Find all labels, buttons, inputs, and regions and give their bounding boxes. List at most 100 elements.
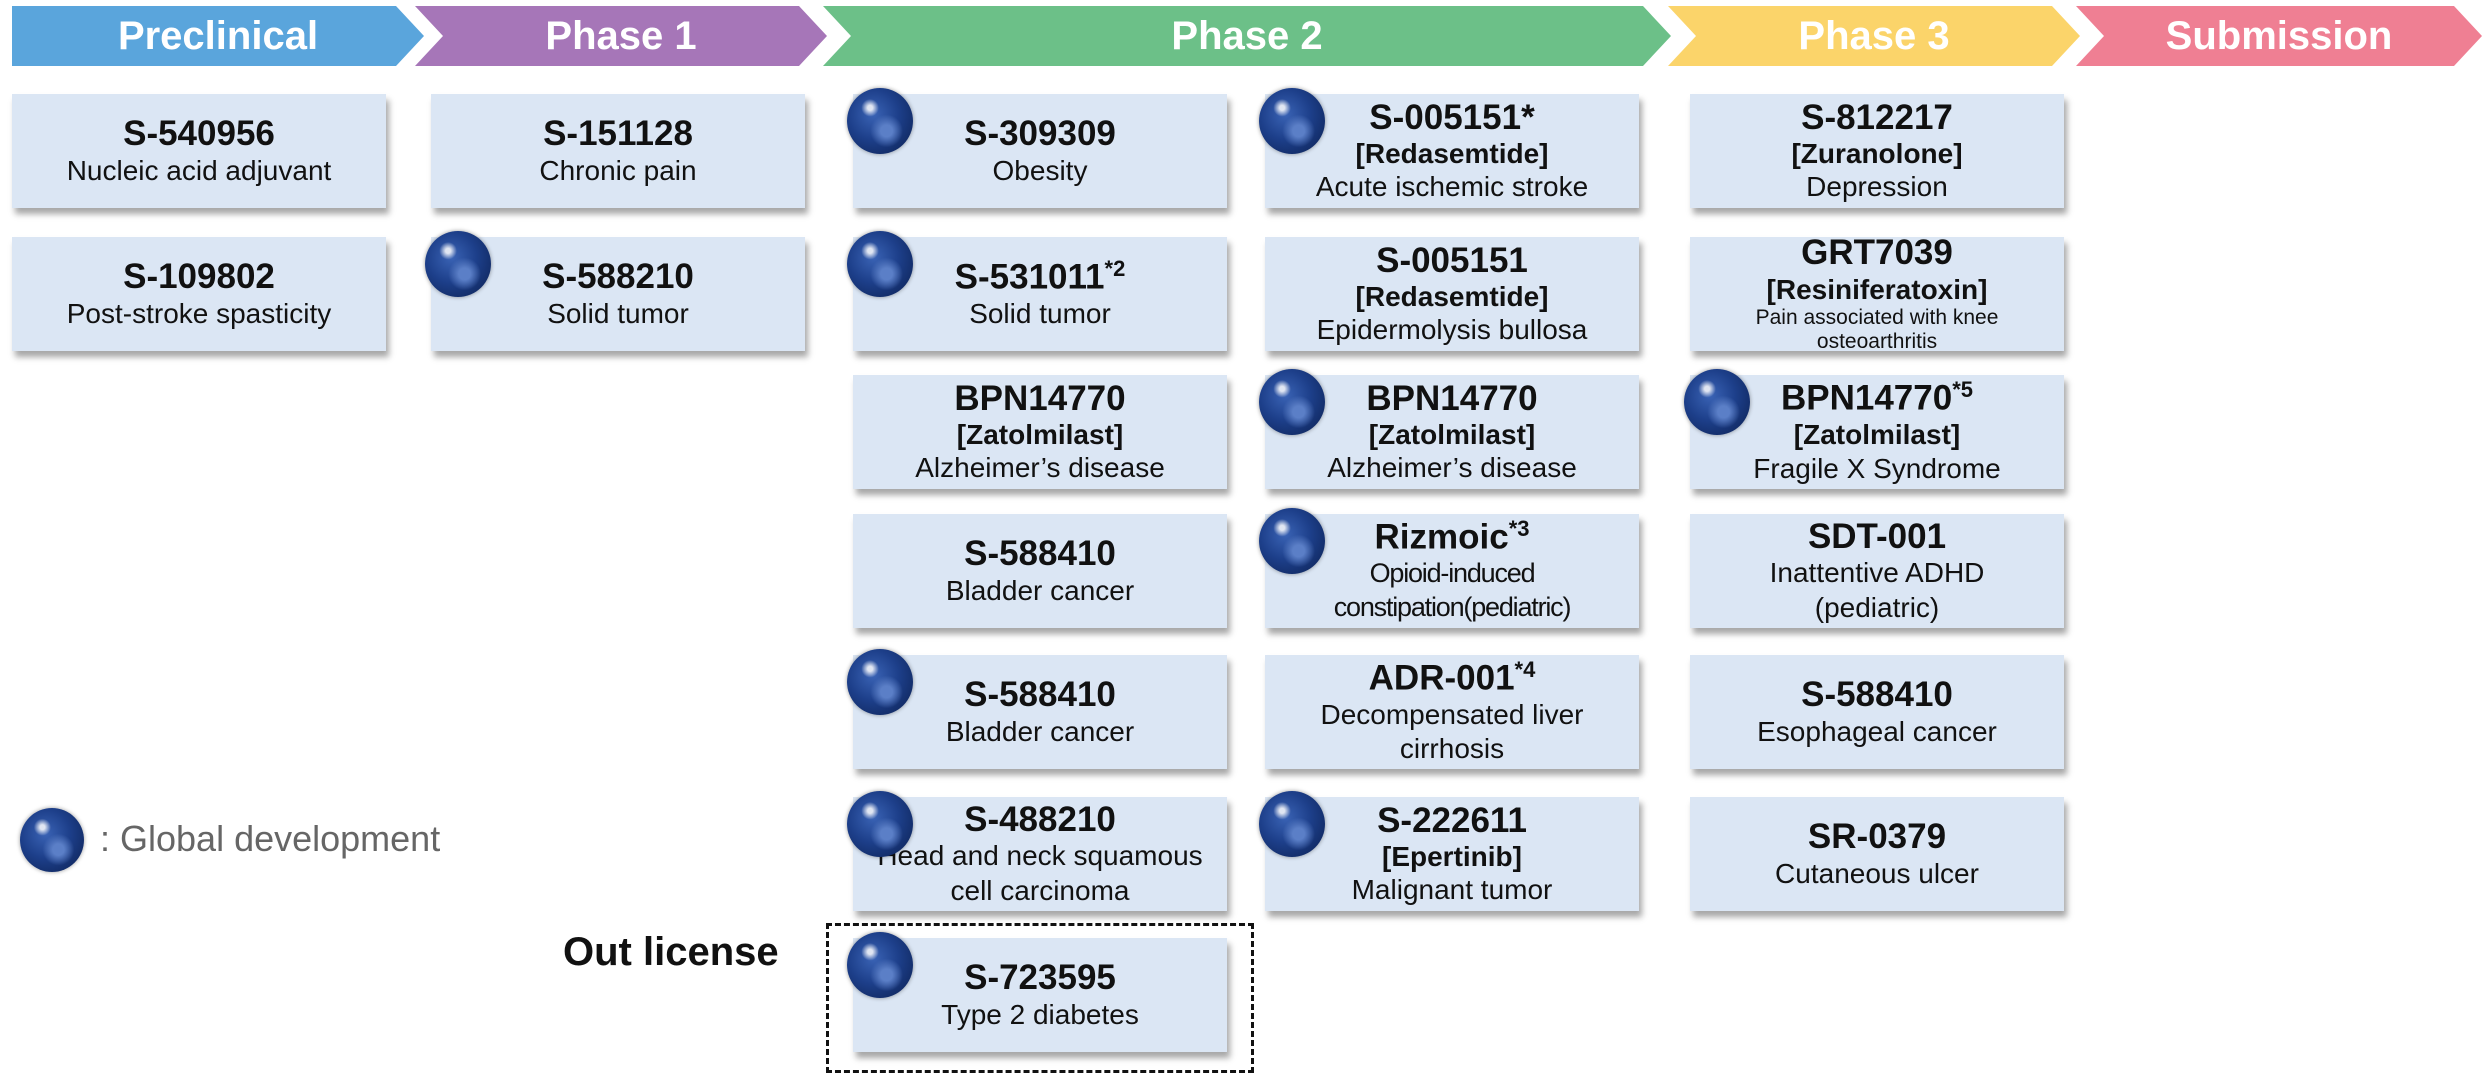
compound-code: Rizmoic*3 (1374, 516, 1530, 557)
indication: Type 2 diabetes (941, 998, 1139, 1030)
footnote-marker: *3 (1508, 516, 1530, 542)
pipeline-card: BPN14770 [Zatolmilast] Alzheimer’s disea… (1259, 369, 1639, 489)
pipeline-card: GRT7039 [Resiniferatoxin] Pain associate… (1690, 233, 2064, 354)
pipeline-card: Rizmoic*3 Opioid-induced constipation(pe… (1259, 508, 1639, 628)
phase-3: Phase 3 (1668, 6, 2080, 66)
compound-code: S-005151 (1376, 240, 1528, 280)
globe-icon (1259, 508, 1325, 574)
indication: Opioid-induced constipation(pediatric) (1333, 558, 1572, 622)
pipeline-card: S-531011*2 Solid tumor (847, 231, 1227, 351)
globe-icon (1259, 88, 1325, 154)
generic-name: [Epertinib] (1382, 840, 1522, 872)
compound-code: BPN14770 (954, 378, 1126, 418)
pipeline-card: S-588210 Solid tumor (425, 231, 805, 351)
pipeline-card: S-309309 Obesity (847, 88, 1227, 208)
phase-preclinical: Preclinical (12, 6, 424, 66)
indication: Head and neck squamous cell carcinoma (877, 840, 1203, 906)
generic-name: [Resiniferatoxin] (1766, 273, 1988, 305)
compound-code: S-723595 (964, 958, 1116, 998)
indication: Bladder cancer (945, 715, 1135, 747)
indication: Esophageal cancer (1757, 715, 1997, 747)
indication: Fragile X Syndrome (1753, 452, 2001, 484)
indication: Inattentive ADHD (pediatric) (1769, 557, 1985, 623)
compound-code: S-588210 (542, 257, 694, 297)
compound-code: SDT-001 (1807, 517, 1947, 557)
pipeline-card: ADR-001*4 Decompensated liver cirrhosis (1265, 655, 1639, 769)
phase-label: Preclinical (117, 13, 319, 58)
compound-code: S-812217 (1801, 97, 1953, 137)
footnote-marker: *2 (1104, 256, 1126, 281)
phase-submission: Submission (2076, 6, 2482, 66)
pipeline-card: S-005151* [Redasemtide] Acute ischemic s… (1259, 88, 1639, 208)
out-license-label: Out license (563, 930, 779, 974)
compound-code: S-109802 (123, 257, 275, 297)
pipeline-card: S-151128 Chronic pain (431, 94, 805, 208)
globe-icon (1259, 369, 1325, 435)
pipeline-card: SDT-001 Inattentive ADHD (pediatric) (1690, 514, 2064, 628)
indication: Depression (1806, 171, 1948, 203)
pipeline-card: S-222611 [Epertinib] Malignant tumor (1259, 791, 1639, 911)
compound-code: BPN14770 (1366, 378, 1538, 418)
generic-name: [Zatolmilast] (1368, 418, 1536, 450)
compound-code: BPN14770*5 (1780, 377, 1974, 418)
footnote-marker: *5 (1952, 377, 1974, 403)
indication: Epidermolysis bullosa (1316, 314, 1588, 346)
indication: Solid tumor (969, 297, 1111, 329)
legend-text: : Global development (100, 818, 441, 859)
pipeline-card: S-588410 Bladder cancer (847, 649, 1227, 769)
indication: Malignant tumor (1351, 874, 1553, 906)
indication: Nucleic acid adjuvant (66, 154, 332, 186)
footnote-marker: * (1521, 97, 1535, 137)
pipeline-card: S-588410 Esophageal cancer (1690, 655, 2064, 769)
pipeline-card: S-005151 [Redasemtide] Epidermolysis bul… (1265, 237, 1639, 351)
compound-code: S-222611 (1377, 800, 1527, 840)
compound-code: S-151128 (543, 114, 693, 154)
indication: Obesity (992, 154, 1088, 186)
phase-label: Phase 1 (545, 13, 697, 58)
globe-icon (847, 88, 913, 154)
compound-code: ADR-001*4 (1368, 656, 1536, 698)
pipeline-card: S-540956 Nucleic acid adjuvant (12, 94, 386, 208)
compound-code: S-531011*2 (954, 256, 1126, 297)
globe-icon (425, 231, 491, 297)
compound-code: S-588410 (964, 534, 1116, 574)
indication: Solid tumor (547, 297, 689, 329)
footnote-marker: *4 (1514, 656, 1536, 682)
globe-icon (847, 649, 913, 715)
globe-icon (1684, 369, 1750, 435)
phase-label: Submission (2165, 13, 2393, 58)
pipeline-card: S-723595 Type 2 diabetes (847, 932, 1227, 1052)
globe-icon (20, 808, 84, 872)
globe-icon (847, 231, 913, 297)
compound-code: SR-0379 (1807, 817, 1947, 857)
globe-icon (847, 932, 913, 998)
phase-2: Phase 2 (823, 6, 1671, 66)
indication: Chronic pain (539, 154, 697, 186)
generic-name: [Zatolmilast] (1793, 419, 1961, 451)
pipeline-card: S-588410 Bladder cancer (853, 514, 1227, 628)
indication: Bladder cancer (945, 574, 1135, 606)
indication: Alzheimer’s disease (915, 452, 1165, 484)
phase-1: Phase 1 (415, 6, 827, 66)
indication: Pain associated with knee osteoarthritis (1755, 306, 1999, 354)
indication: Alzheimer’s disease (1327, 452, 1577, 484)
generic-name: [Zatolmilast] (956, 418, 1124, 450)
indication: Post-stroke spasticity (66, 297, 332, 329)
generic-name: [Redasemtide] (1355, 137, 1549, 169)
indication: Cutaneous ulcer (1775, 857, 1979, 889)
pipeline-card: SR-0379 Cutaneous ulcer (1690, 797, 2064, 911)
phase-label: Phase 2 (1171, 13, 1323, 58)
pipeline-card: BPN14770*5 [Zatolmilast] Fragile X Syndr… (1684, 369, 2064, 489)
out-license-box (826, 923, 1254, 1073)
pipeline-card: S-488210 Head and neck squamous cell car… (847, 791, 1227, 911)
compound-code: S-588410 (1801, 675, 1953, 715)
compound-code: GRT7039 (1801, 233, 1953, 273)
compound-code: S-540956 (123, 114, 275, 154)
compound-code: S-588410 (964, 675, 1116, 715)
globe-icon (1259, 791, 1325, 857)
globe-icon (847, 791, 913, 857)
indication: Decompensated liver cirrhosis (1320, 698, 1584, 764)
phase-label: Phase 3 (1798, 13, 1950, 58)
pipeline-card: S-812217 [Zuranolone] Depression (1690, 94, 2064, 208)
compound-code: S-309309 (964, 114, 1116, 154)
